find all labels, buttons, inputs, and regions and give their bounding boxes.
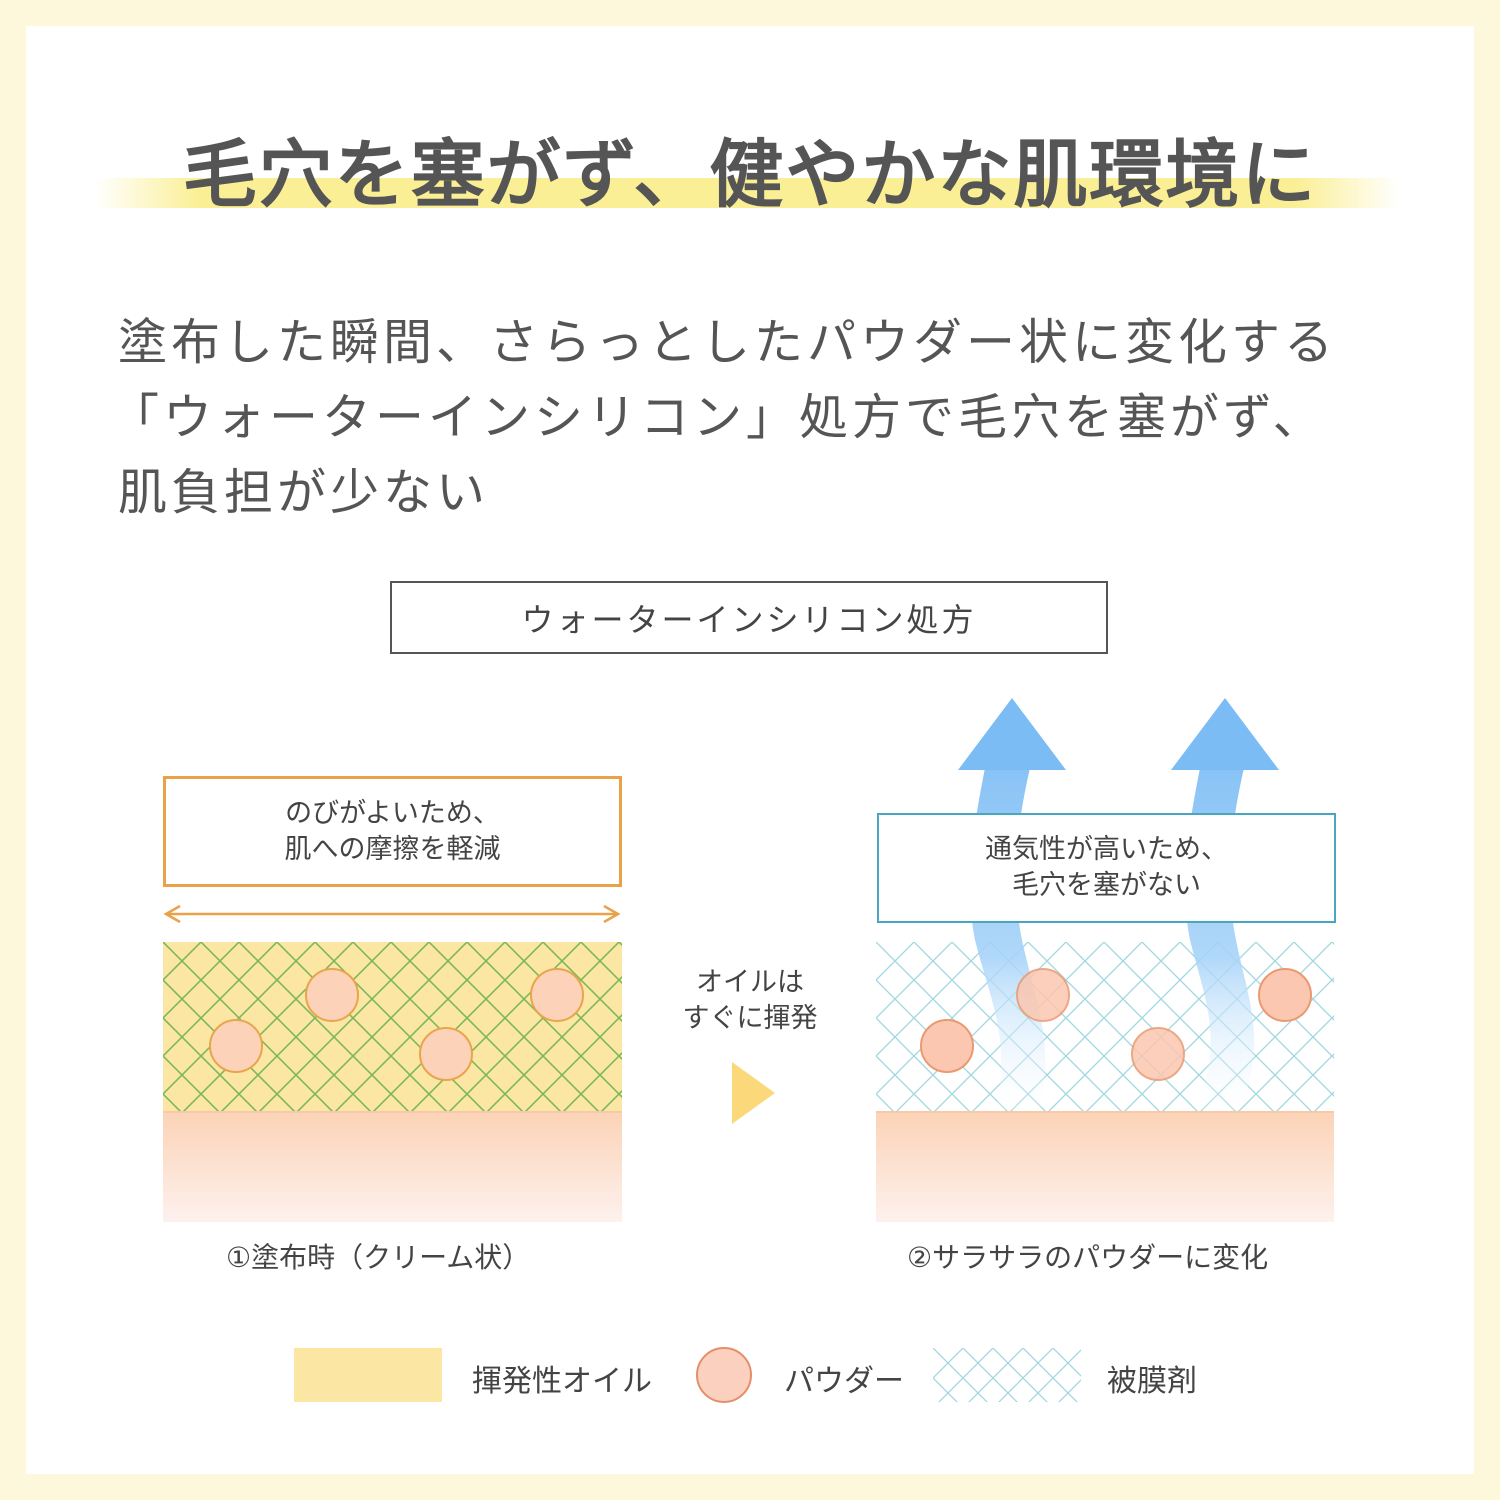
- legend-oil-label: 揮発性オイル: [472, 1364, 652, 1399]
- powder-state-illustration: [876, 942, 1334, 1222]
- lead-line: 肌負担が少ない: [118, 464, 490, 521]
- lead-paragraph: 塗布した瞬間、さらっとしたパウダー状に変化する 「ウォーターインシリコン」処方で…: [110, 305, 1418, 530]
- transition-text: オイルは すぐに揮発: [660, 965, 840, 1037]
- legend-oil-swatch: [294, 1348, 442, 1402]
- left-note-line: のびがよいため、: [285, 797, 500, 829]
- lead-line: 塗布した瞬間、さらっとしたパウダー状に変化する: [118, 314, 1338, 371]
- transition-line: オイルは: [696, 967, 804, 998]
- formula-label: ウォーターインシリコン処方: [521, 600, 977, 639]
- headline-highlight: [95, 178, 1400, 208]
- legend-film-swatch: [933, 1348, 1081, 1402]
- right-caption: ②サラサラのパウダーに変化: [907, 1241, 1269, 1274]
- powder-particles: [920, 968, 1312, 1081]
- right-note-line: 毛穴を塞がない: [1012, 870, 1201, 901]
- headline: 毛穴を塞がず、健やかな肌環境に: [182, 132, 1318, 218]
- next-triangle-icon: [732, 1062, 775, 1124]
- lead-line: 「ウォーターインシリコン」処方で毛穴を塞がず、: [110, 389, 1326, 446]
- legend-film-label: 被膜剤: [1107, 1364, 1197, 1399]
- cream-state-illustration: [163, 942, 622, 1222]
- left-note-line: 肌への摩擦を軽減: [284, 833, 501, 865]
- legend-powder-label: パウダー: [784, 1364, 904, 1399]
- right-note-line: 通気性が高いため、: [985, 834, 1228, 865]
- spread-double-arrow-icon: [163, 904, 621, 924]
- transition-line: すぐに揮発: [682, 1003, 818, 1034]
- formula-label-box: ウォーターインシリコン処方: [390, 581, 1108, 654]
- left-note-box: のびがよいため、 肌への摩擦を軽減: [163, 776, 622, 887]
- legend-powder-swatch: [696, 1347, 752, 1403]
- right-note-box: 通気性が高いため、 毛穴を塞がない: [877, 813, 1336, 923]
- left-caption: ①塗布時（クリーム状）: [226, 1241, 531, 1274]
